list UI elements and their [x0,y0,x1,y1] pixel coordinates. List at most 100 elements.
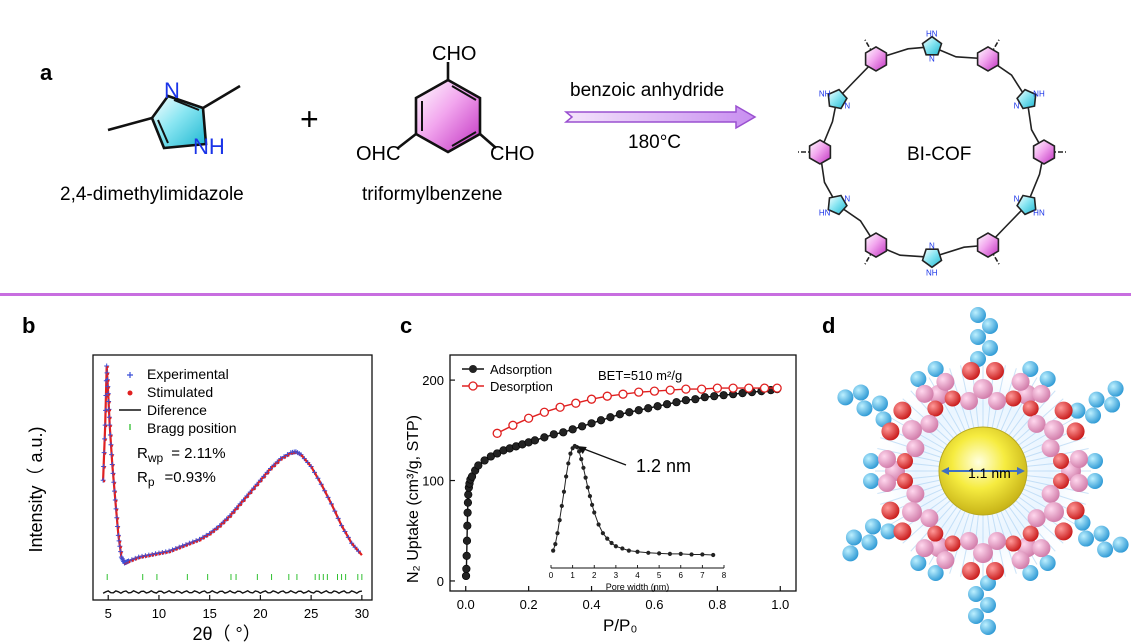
carbon-atom [878,474,896,492]
experimental-point [322,488,328,494]
cof-nh-label: NH [819,89,831,98]
desorption-point [508,420,518,430]
hydrogen-atom [982,318,998,334]
experimental-point [166,548,172,554]
cof-nh-label: HN [926,30,938,39]
cof-benzene-ring [1032,139,1056,165]
legend-marker-stimulated [127,390,133,396]
hydrogen-atom [927,564,944,581]
plot-frame [92,354,373,601]
stimulated-point [233,511,236,514]
pore-distribution-point [635,549,640,554]
stimulated-point [106,372,110,375]
pore-size-label: 1.1 nm [968,465,1011,481]
x-tick-label: 15 [202,606,216,621]
plus-sign: + [300,101,319,137]
adsorption-point [549,430,558,439]
stimulated-point [253,488,256,491]
pore-distribution-point [574,444,580,450]
stimulated-point [165,551,168,554]
stimulated-point [199,539,202,542]
experimental-point [102,422,108,428]
stimulated-point [206,535,209,538]
adsorption-point [738,389,747,398]
hydrogen-atom [880,523,897,540]
cof-nh-label: NH [1033,89,1045,98]
pore-distribution-point [626,548,631,553]
carbon-atom [960,532,978,550]
experimental-point [186,540,192,546]
adsorption-point [596,416,606,425]
hydrogen-atom [1088,391,1105,408]
pore-distribution-point [678,551,683,557]
nitrogen-atom [944,535,961,552]
stimulated-point [314,472,317,475]
nitrogen-atom [986,362,1004,380]
desorption-point [696,384,707,394]
adsorption-point [474,461,483,470]
peak-arrow [578,446,627,466]
stimulated-point [103,466,106,469]
stimulated-point [354,547,358,550]
experimental-point [308,463,314,469]
experimental-point [240,497,246,503]
hydrogen-atom [1112,536,1129,553]
pore-distribution-point [564,474,569,479]
pore-distribution-point [581,465,586,470]
stimulated-point [105,425,108,428]
adsorption-point [461,571,471,581]
hydrogen-atom [852,384,869,401]
inset-x-tick-label: 8 [722,571,727,580]
adsorption-point [462,551,471,560]
experimental-point [118,549,124,555]
experimental-point [251,485,257,491]
hydrogen-atom [1078,530,1095,547]
experimental-point [142,553,148,559]
y-axis-label: N₂ Uptake (cm³/g, STP) [405,415,422,583]
pore-distribution-point [689,552,694,557]
x-axis-label: P/P₀ [603,616,637,635]
imidazole-n-label: N [164,78,180,103]
stimulated-point [240,503,243,506]
nitrogen-atom [1066,501,1085,520]
x-tick-label: 30 [355,606,369,621]
cof-n-label: N [929,55,935,64]
desorption-point [492,428,502,438]
stimulated-point [103,480,106,483]
adsorption-point [587,419,596,428]
carbon-atom [915,384,934,403]
cof-imidazole-ring [827,88,848,110]
experimental-point [305,460,311,466]
stimulated-point [117,526,120,529]
stimulated-point [280,458,283,461]
adsorption-point [634,406,643,415]
rp-label: Rp=0.93% [137,469,216,489]
adsorption-point [672,398,681,407]
hydrogen-atom [863,453,879,469]
experimental-point [183,542,189,548]
adsorption-point [606,413,615,422]
stimulated-point [115,508,119,511]
experimental-point [224,516,230,522]
experimental-point [107,422,113,428]
cof-imidazole-ring [1016,194,1037,216]
stimulated-point [202,537,206,540]
y-axis-label: Intensity（ a.u.) [26,426,46,552]
stimulated-point [105,395,109,398]
stimulated-point [270,468,273,471]
legend-difference: Diference [147,402,207,418]
cho-top-label: CHO [432,43,476,65]
experimental-point [101,463,107,469]
hydrogen-atom [1022,361,1039,378]
inset-x-tick-label: 0 [549,571,554,580]
experimental-point [261,473,267,479]
stimulated-point [189,543,192,546]
stimulated-point [216,528,219,531]
experimental-point [244,493,250,499]
stimulated-point [338,518,341,521]
experimental-point [332,508,338,514]
y-tick-label: 200 [422,373,444,388]
hydrogen-atom [861,534,878,551]
hydrogen-atom [1093,525,1110,542]
